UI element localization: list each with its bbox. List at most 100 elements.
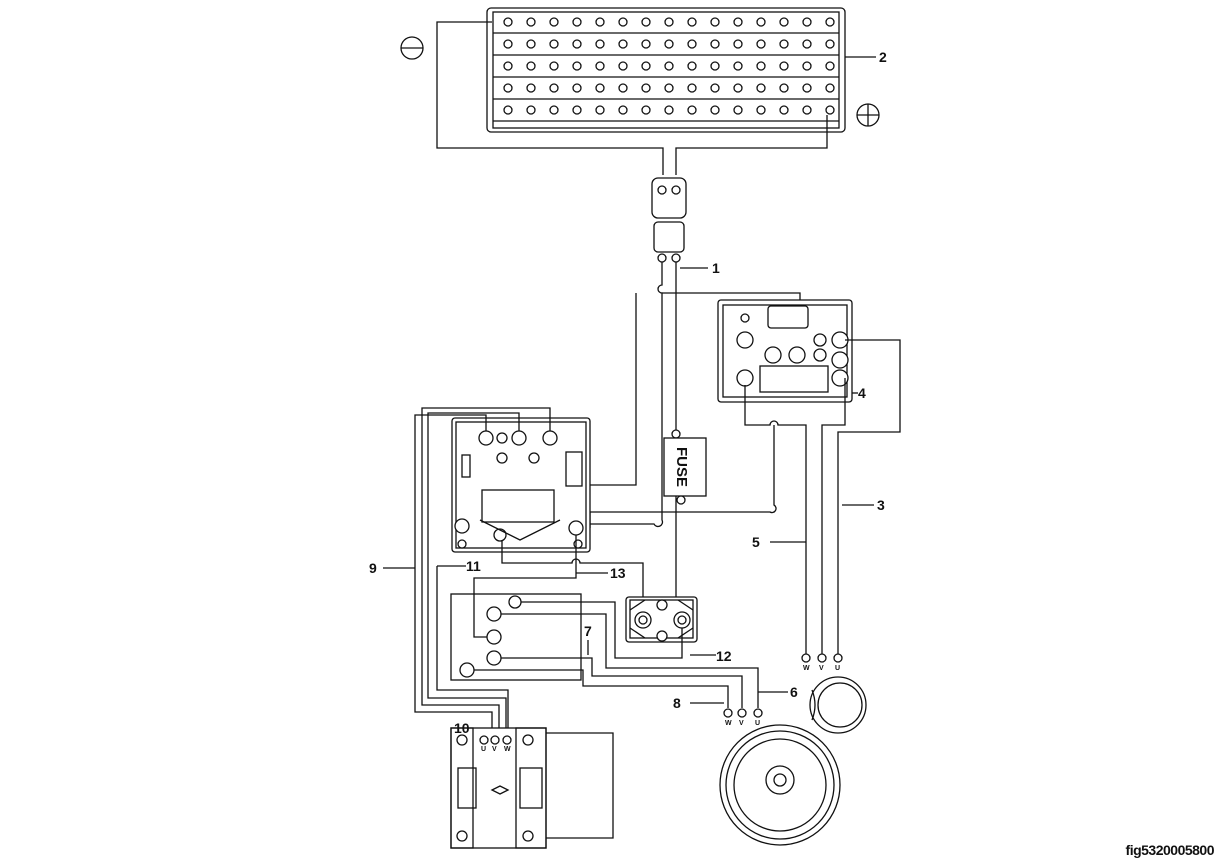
callout-1: 1 [712,260,720,276]
battery-cell-terminal [572,83,582,93]
battery-cell-terminal [825,105,835,115]
battery-cell-terminal [687,17,697,27]
svg-text:V: V [739,720,744,727]
battery-cell-terminal [733,39,743,49]
callout-2: 2 [879,49,887,65]
svg-text:U: U [755,720,760,727]
svg-text:U: U [481,746,486,753]
battery-cell-terminal [526,39,536,49]
battery-cell-terminal [595,105,605,115]
battery-cell-terminal [618,83,628,93]
battery-cell-terminal [664,61,674,71]
svg-text:V: V [492,746,497,753]
battery-cell-terminal [756,61,766,71]
battery-cell-terminal [664,83,674,93]
battery-cell-terminal [664,105,674,115]
battery-cell-terminal [618,17,628,27]
battery-cell-terminal [526,83,536,93]
battery-cell-terminal [825,83,835,93]
fuse: FUSE [663,429,707,505]
callout-11: 11 [466,558,481,574]
battery-cell-terminal [825,39,835,49]
battery-cell-terminal [710,105,720,115]
battery-cell-terminal [572,105,582,115]
battery-cell-terminal [779,61,789,71]
figure-id: fig5320005800 [1125,842,1215,858]
battery-cell-terminal [641,39,651,49]
battery-cell-terminal [549,39,559,49]
battery-cell-terminal [664,17,674,27]
battery-cell-terminal [641,17,651,27]
battery-connector [651,177,687,263]
battery-cell-terminal [779,17,789,27]
battery-cell-terminal [825,17,835,27]
battery-cell-terminal [710,17,720,27]
battery-cell-terminal [641,83,651,93]
callout-13: 13 [610,565,626,581]
callout-12: 12 [716,648,732,664]
contactor [625,596,698,643]
callout-9: 9 [369,560,377,576]
battery-cell-terminal [572,39,582,49]
battery-cell-terminal [779,83,789,93]
motor-terminal-panel [450,593,582,681]
traction-motor: W V U [719,708,841,846]
battery-cell-terminal [641,105,651,115]
battery-cell-terminal [733,83,743,93]
battery-cell-terminal [549,83,559,93]
positive-terminal-icon [856,103,880,127]
battery-cell-terminal [756,17,766,27]
battery-cell-terminal [802,83,812,93]
battery-cell-terminal [687,39,697,49]
battery-cell-terminal [756,105,766,115]
callout-8: 8 [673,695,681,711]
battery-cell-terminal [802,61,812,71]
battery-cell-terminal [641,61,651,71]
callout-4: 4 [858,385,866,401]
traction-controller [717,299,853,403]
svg-text:W: W [725,720,732,727]
battery-cell-terminal [618,105,628,115]
battery-cell-terminal [779,39,789,49]
battery-cell-terminal [503,17,513,27]
battery-cell-terminal [503,39,513,49]
battery-cell-terminal [526,17,536,27]
pump-motor: W V U [801,653,867,734]
battery-cell-terminal [595,17,605,27]
battery-cell-terminal [595,83,605,93]
battery-cell-terminal [802,17,812,27]
battery-cell-terminal [572,61,582,71]
battery-cell-terminal [572,17,582,27]
svg-text:W: W [504,746,511,753]
negative-terminal-icon [400,36,424,60]
battery-cell-terminal [618,61,628,71]
battery-cell-terminal [733,61,743,71]
svg-text:W: W [803,665,810,672]
battery-cell-terminal [503,105,513,115]
battery-cell-terminal [825,61,835,71]
battery-cell-terminal [687,83,697,93]
fuse-label: FUSE [673,447,690,487]
battery-cell-terminal [503,61,513,71]
battery-cell-terminal [549,105,559,115]
battery-cell-terminal [710,39,720,49]
battery-cell-terminal [595,39,605,49]
battery-cell-terminal [526,61,536,71]
battery-cell-terminal [664,39,674,49]
battery-cell-terminal [687,61,697,71]
battery-pack [486,7,846,133]
battery-cell-terminal [710,83,720,93]
battery-cell-terminal [733,17,743,27]
battery-cell-terminal [549,17,559,27]
battery-cell-terminal [756,83,766,93]
svg-text:U: U [835,665,840,672]
battery-cell-terminal [779,105,789,115]
battery-cell-terminal [595,61,605,71]
inverter-unit: U V W [450,727,547,849]
callout-10: 10 [454,720,470,736]
battery-cell-terminal [526,105,536,115]
battery-cell-terminal [802,105,812,115]
battery-cell-terminal [802,39,812,49]
callout-6: 6 [790,684,798,700]
